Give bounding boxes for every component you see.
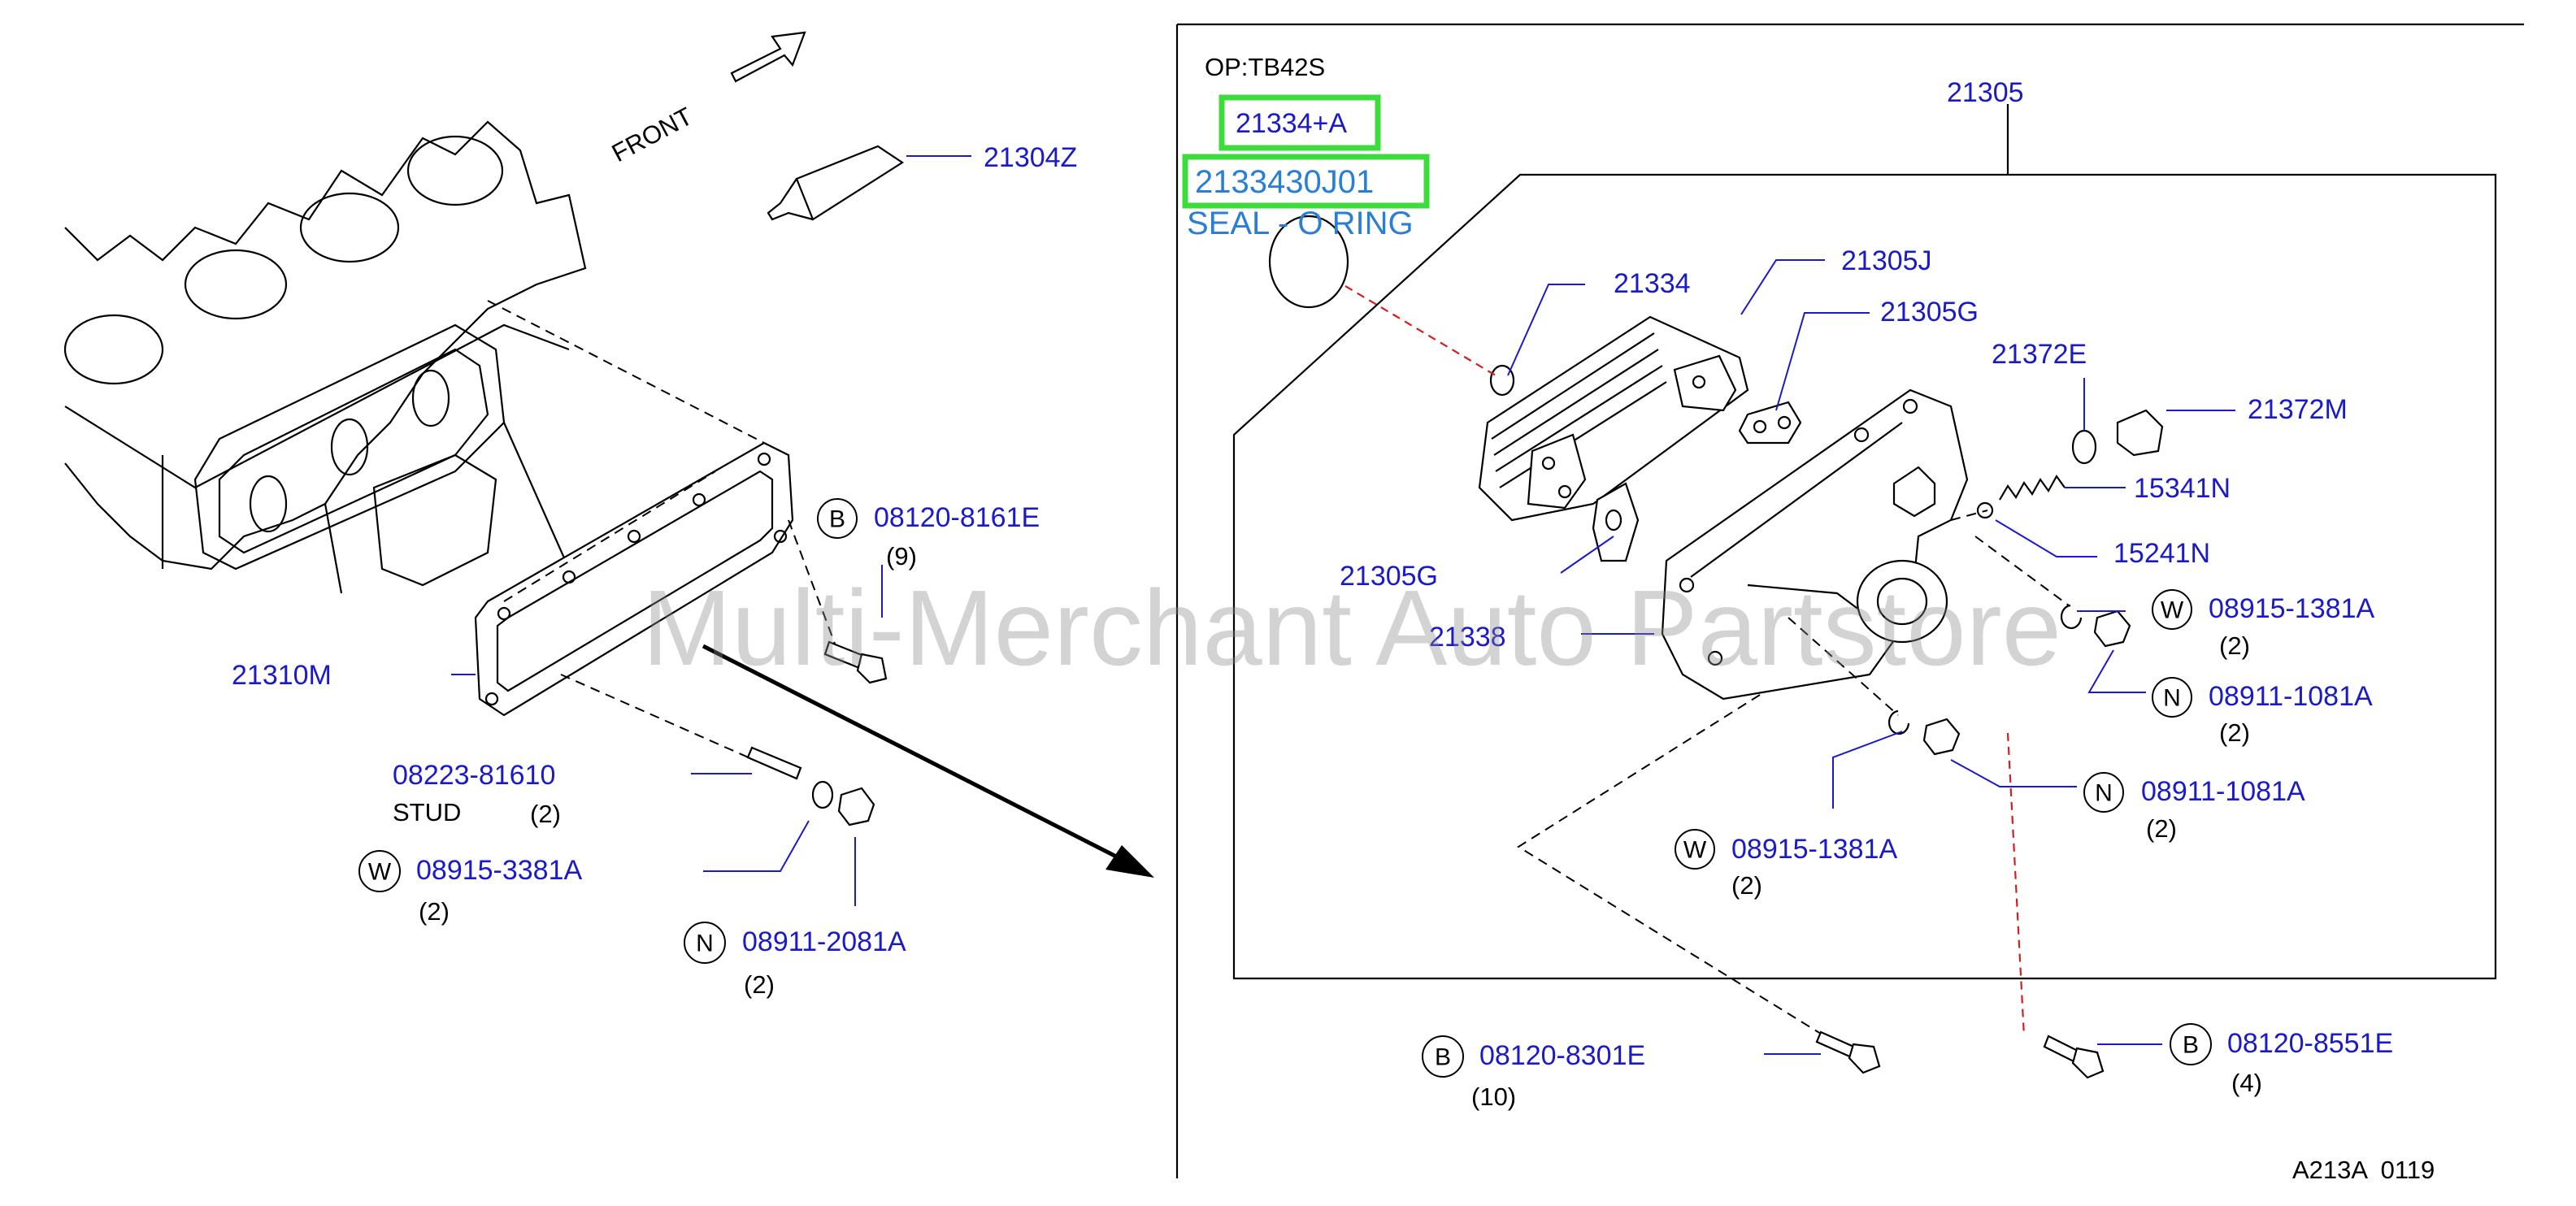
part-21304Z[interactable]: 21304Z xyxy=(984,142,1077,173)
fastener-08120-8551E[interactable]: 08120-8551E xyxy=(2227,1028,2393,1059)
badge-n: N xyxy=(696,931,714,957)
part-21310M[interactable]: 21310M xyxy=(232,660,332,691)
transfer-arrow-icon xyxy=(702,644,1154,878)
part-21305G-a[interactable]: 21305G xyxy=(1880,297,1979,328)
badge-w: W xyxy=(1683,837,1707,864)
washer-21372E-icon xyxy=(2071,429,2097,465)
qty: (2) xyxy=(2219,718,2250,747)
part-21334[interactable]: 21334 xyxy=(1614,268,1691,299)
fastener-08915-1381A-b[interactable]: 08915-1381A xyxy=(1731,834,1898,865)
small-o-ring-icon xyxy=(1489,364,1515,397)
fastener-08911-2081A[interactable]: 08911-2081A xyxy=(742,926,906,957)
qty: (2) xyxy=(2219,631,2250,660)
nut-icon xyxy=(837,787,875,826)
spring-icon xyxy=(1999,474,2066,501)
stud-icon xyxy=(746,746,802,780)
fastener-08120-8161E[interactable]: 08120-8161E xyxy=(874,502,1040,533)
gasket-21305G-b xyxy=(1592,482,1640,562)
badge-w: W xyxy=(2161,597,2184,624)
badge-b: B xyxy=(1435,1044,1451,1071)
o-ring-icon xyxy=(1268,215,1349,309)
stud-desc: STUD xyxy=(393,798,461,826)
fastener-08120-8301E[interactable]: 08120-8301E xyxy=(1479,1040,1645,1071)
part-21305[interactable]: 21305 xyxy=(1947,77,2024,108)
part-15241N[interactable]: 15241N xyxy=(2113,538,2210,569)
highlight-full-number[interactable]: 2133430J01 xyxy=(1195,164,1374,200)
oil-cooler-drawing xyxy=(1478,315,1749,522)
fastener-08223-81610[interactable]: 08223-81610 xyxy=(393,760,555,791)
front-label: FRONT xyxy=(607,102,697,167)
fastener-08915-3381A[interactable]: 08915-3381A xyxy=(416,855,583,886)
part-21338[interactable]: 21338 xyxy=(1429,622,1506,653)
qty: (9) xyxy=(886,542,917,570)
plug-21372M-icon xyxy=(2116,409,2164,457)
washer-icon-b xyxy=(1887,709,1910,735)
highlight-box-part xyxy=(1218,94,1381,151)
gasket-21305G-a xyxy=(1738,401,1802,445)
bolt-icon-8551 xyxy=(2043,1035,2105,1079)
washer-icon xyxy=(811,780,834,809)
qty: (2) xyxy=(2146,814,2177,843)
qty: (2) xyxy=(744,970,775,999)
qty: (2) xyxy=(1731,871,1762,900)
watermark: Multi-Merchant Auto Partstore xyxy=(642,568,2061,688)
oil-filter-housing-drawing xyxy=(1661,388,1969,701)
badge-n: N xyxy=(2163,685,2181,712)
fastener-08915-1381A-a[interactable]: 08915-1381A xyxy=(2209,593,2375,624)
gasket-drawing xyxy=(474,441,794,717)
nut-icon-a xyxy=(2093,610,2131,648)
washer-icon-a xyxy=(2060,604,2083,630)
highlight-box-number xyxy=(1182,154,1430,209)
badge-b: B xyxy=(829,506,845,533)
fastener-08911-1081A-b[interactable]: 08911-1081A xyxy=(2141,776,2305,807)
part-21372M[interactable]: 21372M xyxy=(2248,394,2348,425)
bolt-icon-8301 xyxy=(1815,1030,1881,1074)
nut-icon-b xyxy=(1922,718,1961,756)
qty: (2) xyxy=(419,897,450,926)
sealant-tube-icon xyxy=(767,145,905,221)
ball-icon xyxy=(1976,501,1994,519)
qty: (10) xyxy=(1471,1082,1516,1111)
part-21305J[interactable]: 21305J xyxy=(1841,245,1932,276)
engine-block-drawing xyxy=(63,120,587,594)
badge-n: N xyxy=(2095,780,2113,807)
badge-w: W xyxy=(368,859,392,886)
qty: (4) xyxy=(2231,1069,2262,1097)
drawing-reference: A213A 0119 xyxy=(2292,1156,2435,1184)
qty: (2) xyxy=(530,800,561,828)
highlight-part-number[interactable]: 21334+A xyxy=(1236,108,1347,139)
part-21372E[interactable]: 21372E xyxy=(1992,339,2087,370)
part-21305G-b[interactable]: 21305G xyxy=(1340,561,1438,592)
bolt-icon xyxy=(823,640,888,684)
fastener-08911-1081A-a[interactable]: 08911-1081A xyxy=(2209,681,2373,712)
option-code: OP:TB42S xyxy=(1205,53,1325,81)
part-15341N[interactable]: 15341N xyxy=(2134,473,2231,504)
highlight-description: SEAL - O RING xyxy=(1187,206,1414,241)
badge-b: B xyxy=(2183,1032,2199,1059)
front-arrow-icon xyxy=(730,31,806,83)
